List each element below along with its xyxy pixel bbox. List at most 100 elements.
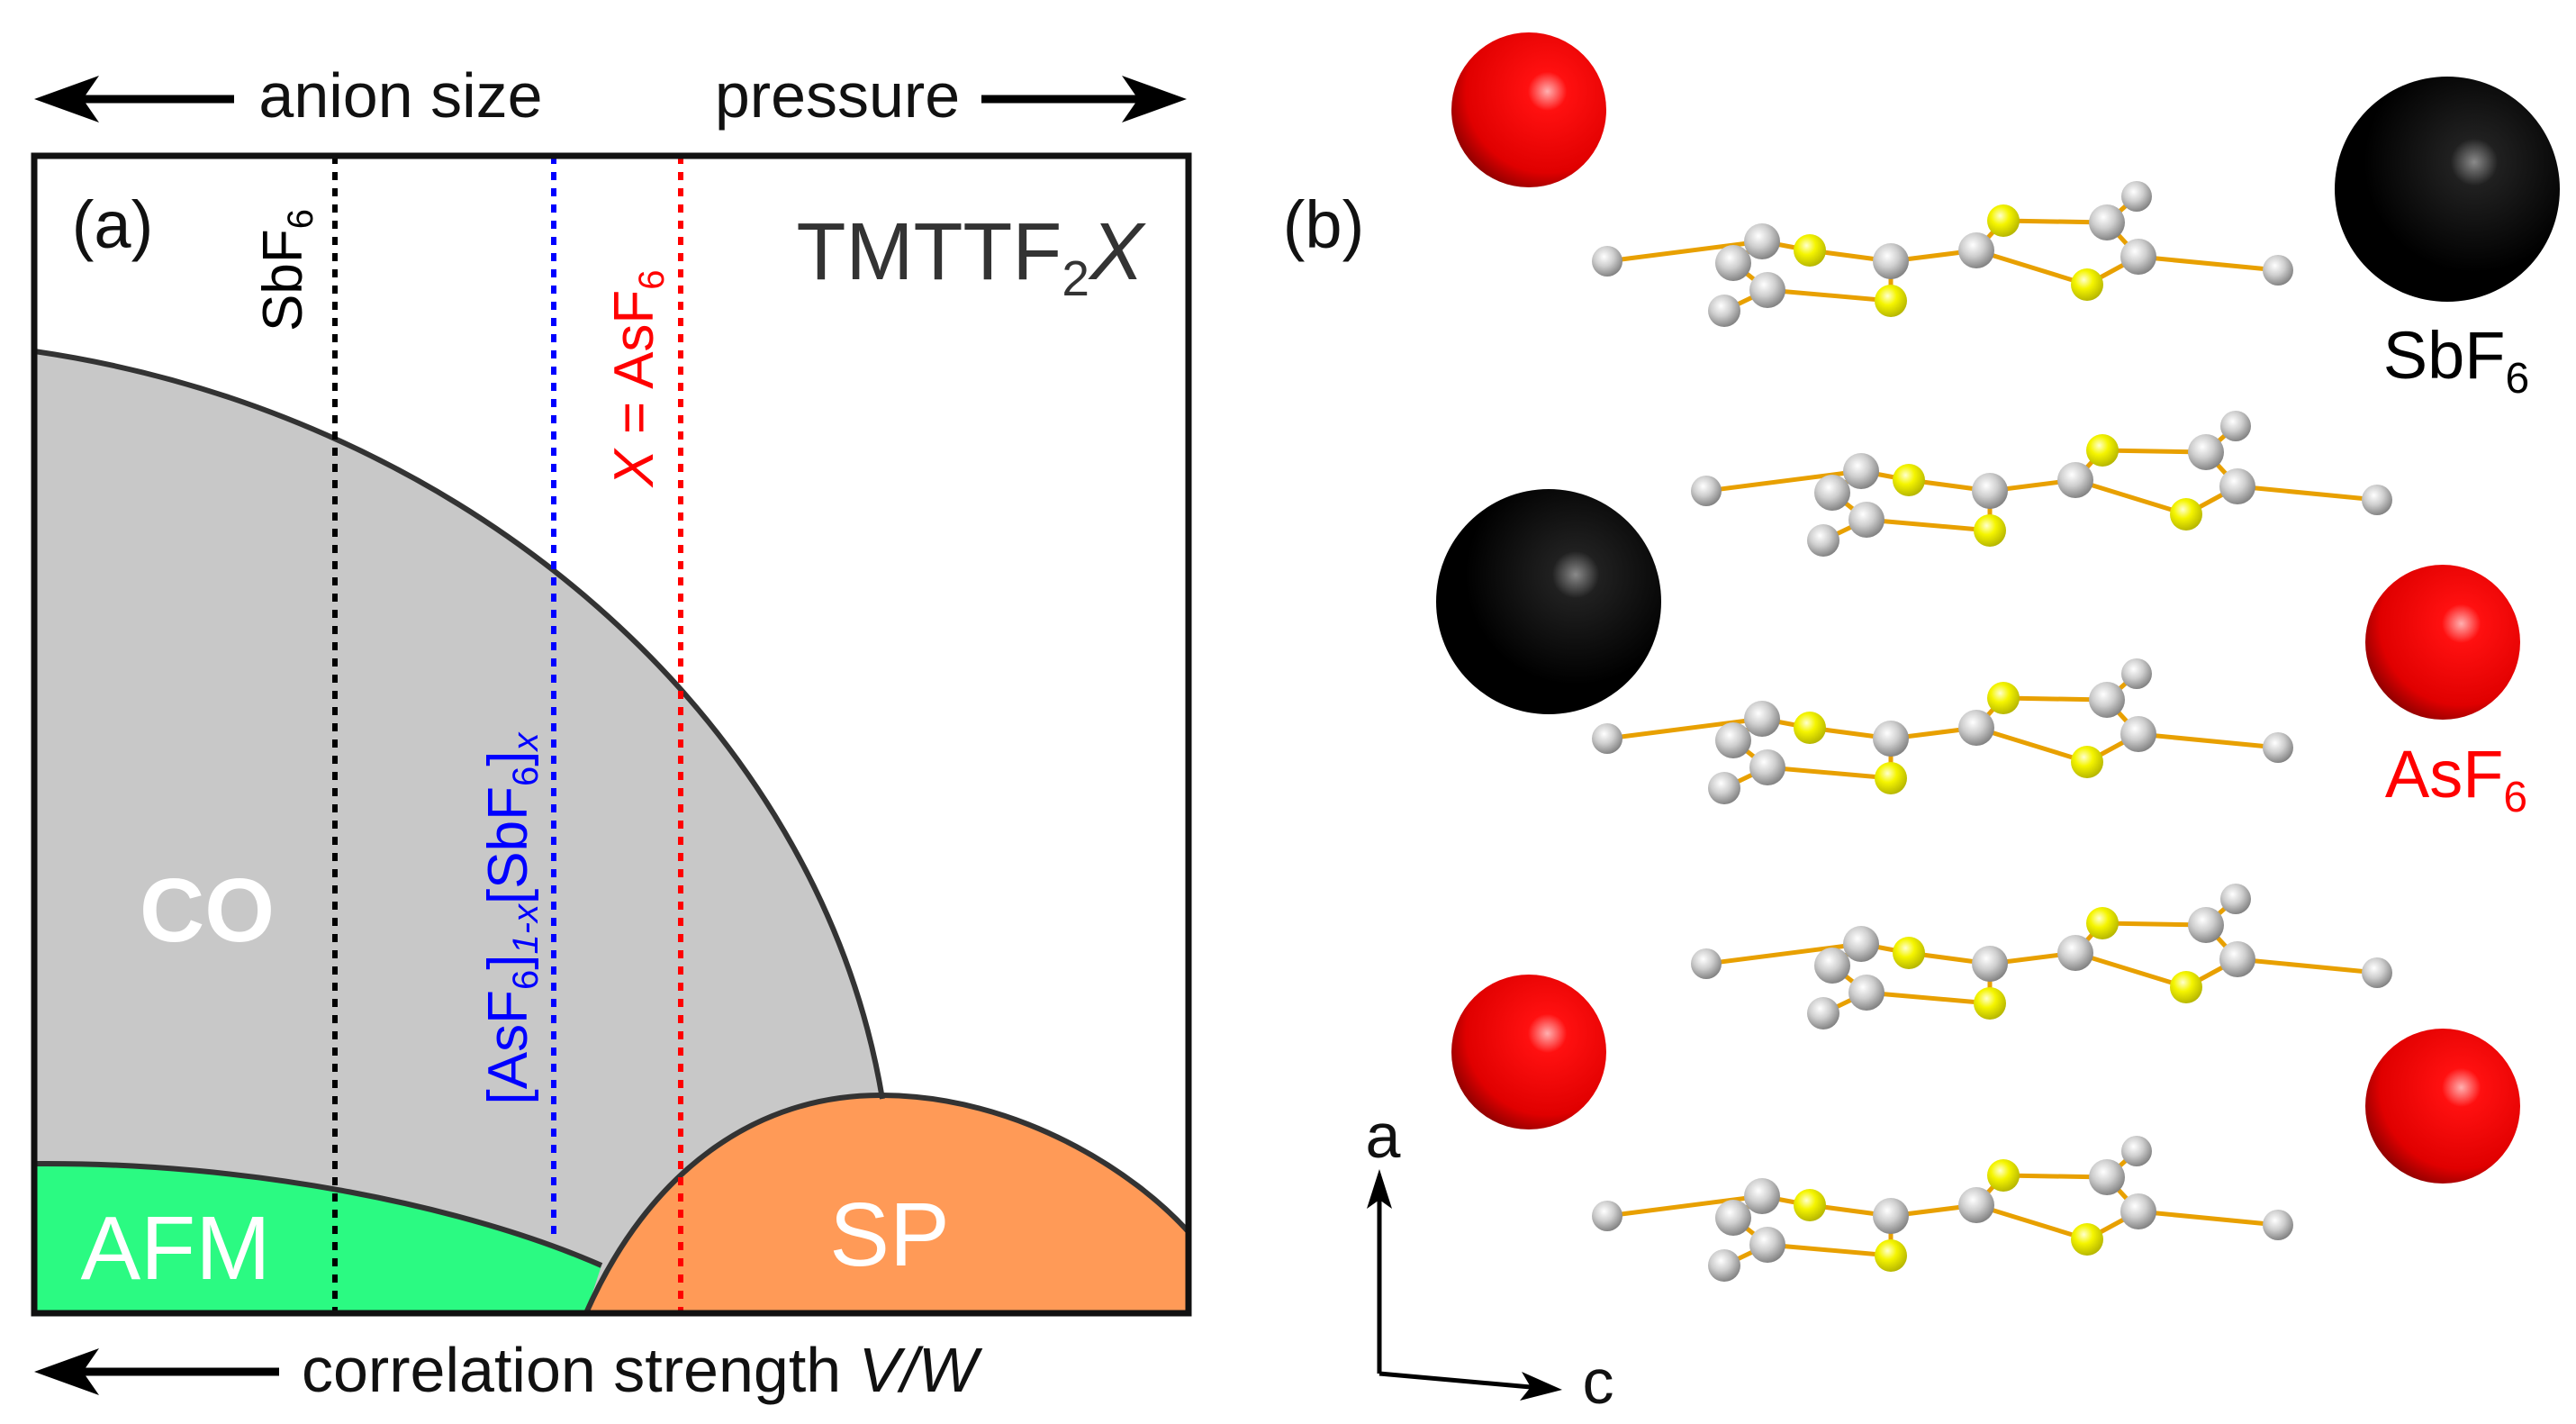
carbon-atom <box>2219 468 2255 504</box>
sulfur-atom <box>2071 746 2103 778</box>
carbon-atom <box>1958 710 1994 746</box>
afm-label: AFM <box>80 1198 270 1299</box>
carbon-atom <box>2220 411 2251 441</box>
sulfur-atom <box>1794 1189 1826 1221</box>
carbon-atom <box>2089 682 2125 718</box>
crystal-axes <box>1367 1169 1562 1401</box>
carbon-atom <box>1744 701 1780 737</box>
co-boundary <box>34 349 885 1100</box>
carbon-atom <box>1749 749 1785 785</box>
asf6-anion-bottom-right <box>2365 1029 2520 1184</box>
bond <box>1975 725 2088 765</box>
sulfur-atom <box>2071 1223 2103 1256</box>
afm-region <box>34 1163 601 1313</box>
carbon-atom <box>1873 243 1909 279</box>
bond <box>1767 1242 1892 1258</box>
carbon-atom <box>1691 476 1722 506</box>
bond <box>2237 484 2378 503</box>
top-right-arrow <box>981 76 1187 122</box>
bond <box>1606 1193 1763 1219</box>
carbon-atom <box>2263 255 2293 286</box>
bond <box>1705 468 1862 494</box>
sulfur-atom <box>2170 498 2202 531</box>
carbon-atom <box>2089 204 2125 240</box>
bond <box>1606 239 1763 264</box>
sulfur-atom <box>1987 204 2020 237</box>
phase-diagram-frame <box>31 152 1192 1317</box>
sulfur-atom <box>1875 1239 1907 1272</box>
carbon-atom <box>2120 239 2156 275</box>
sulfur-atom <box>1794 234 1826 267</box>
carbon-atom <box>2121 181 2152 212</box>
carbon-atom <box>1744 1178 1780 1214</box>
carbon-atom <box>1972 946 2008 982</box>
sulfur-atom <box>2086 907 2119 939</box>
carbon-atom <box>2121 658 2152 689</box>
asf6-line-label: X = AsF6 <box>603 269 672 488</box>
sp-region <box>585 1094 1189 1313</box>
sp-boundary <box>583 1092 1189 1313</box>
carbon-atom <box>2220 884 2251 914</box>
mixed-line-label: [AsF6]1-x[SbF6]x <box>477 731 546 1105</box>
tmttf-molecule-3 <box>1592 658 2293 804</box>
bond <box>1866 990 1991 1006</box>
sulfur-atom <box>1875 285 1907 317</box>
asf6-anion-bottom-left <box>1451 975 1606 1129</box>
asf6-anion-top-left <box>1451 32 1606 187</box>
panel-b: (b) SbF6 AsF6 a c <box>1283 32 2560 1417</box>
sulfur-atom <box>1987 682 2020 714</box>
tmttf-molecule-2 <box>1691 411 2392 557</box>
compound-title: TMTTF2X <box>797 207 1146 306</box>
bond <box>1866 517 1991 533</box>
carbon-atom <box>1848 975 1885 1011</box>
sulfur-atom <box>2071 268 2103 301</box>
carbon-atom <box>1814 475 1850 511</box>
carbon-atom <box>1972 473 2008 509</box>
bond <box>1606 716 1763 741</box>
carbon-atom <box>2362 485 2392 515</box>
sulfur-atom <box>1875 762 1907 794</box>
sp-label: SP <box>829 1184 949 1285</box>
bond <box>1975 1202 2088 1242</box>
panel-b-label: (b) <box>1283 187 1364 262</box>
bond <box>1975 248 2088 287</box>
carbon-atom <box>2057 462 2093 498</box>
sbf6-anion-middle-left <box>1436 489 1661 714</box>
carbon-atom <box>1592 723 1622 754</box>
carbon-atom <box>1814 948 1850 984</box>
sulfur-atom <box>1974 514 2006 547</box>
carbon-atom <box>1691 948 1722 979</box>
carbon-atom <box>2121 1136 2152 1166</box>
carbon-atom <box>1715 722 1751 758</box>
sulfur-atom <box>1893 464 1925 496</box>
carbon-atom <box>1807 997 1839 1029</box>
carbon-atom <box>1958 1187 1994 1223</box>
carbon-atom <box>1843 926 1879 962</box>
carbon-atom <box>1708 295 1740 327</box>
bond <box>2138 1209 2279 1228</box>
carbon-atom <box>2120 1193 2156 1229</box>
carbon-atom <box>1807 524 1839 557</box>
carbon-atom <box>1592 1201 1622 1231</box>
axis-a-label: a <box>1366 1101 1401 1171</box>
correlation-strength-label: correlation strength V/W <box>302 1335 983 1405</box>
top-left-arrow <box>34 76 234 122</box>
carbon-atom <box>1592 246 1622 277</box>
sulfur-atom <box>2170 971 2202 1003</box>
bond <box>1767 765 1892 781</box>
asf6-anion-label: AsF6 <box>2385 737 2527 821</box>
co-label: CO <box>140 860 275 961</box>
carbon-atom <box>2089 1159 2125 1195</box>
carbon-atom <box>1873 721 1909 757</box>
carbon-atom <box>2057 935 2093 971</box>
carbon-atom <box>2188 434 2224 470</box>
carbon-atom <box>1749 1227 1785 1263</box>
sulfur-atom <box>1987 1159 2020 1192</box>
carbon-atom <box>1848 502 1885 538</box>
bond <box>2074 950 2187 990</box>
sbf6-anion-label: SbF6 <box>2383 318 2529 403</box>
bond <box>1767 287 1892 304</box>
carbon-atom <box>1715 1200 1751 1236</box>
carbon-atom <box>1744 223 1780 259</box>
